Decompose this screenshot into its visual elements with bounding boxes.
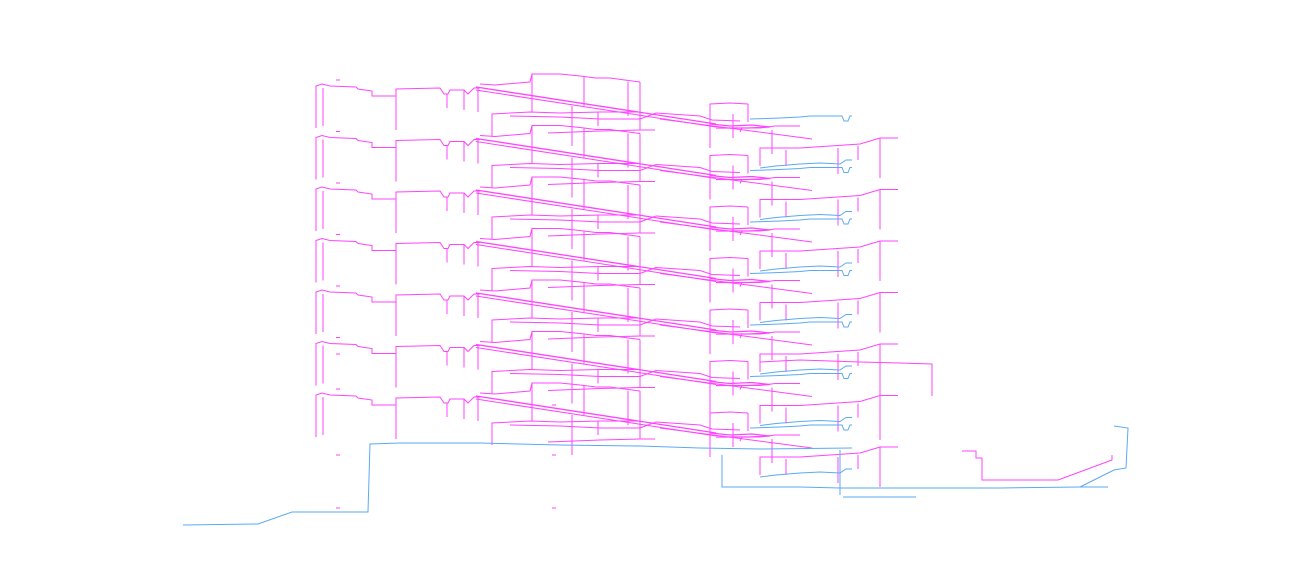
slab-line — [509, 421, 741, 431]
ramp-line — [475, 137, 717, 177]
overlay-line — [749, 270, 852, 276]
overlay-line — [749, 321, 852, 328]
slab-line — [315, 237, 480, 283]
overlay-line — [759, 314, 852, 323]
slab-line — [739, 125, 800, 133]
slab-line — [479, 125, 641, 138]
slab-line — [479, 228, 641, 241]
slab-line — [479, 382, 641, 395]
slab-line — [315, 186, 480, 231]
slab-line — [739, 228, 800, 236]
slab-line — [547, 387, 655, 391]
overlay-line — [759, 262, 852, 272]
floor-level — [315, 228, 898, 333]
ramp-line — [659, 118, 813, 140]
slab-line — [759, 395, 898, 424]
slab-line — [739, 177, 800, 184]
ramp-line — [475, 343, 717, 383]
slab-line — [739, 280, 800, 287]
ground-line — [182, 442, 853, 526]
overlay-line — [759, 159, 852, 169]
floor-level — [315, 331, 898, 436]
ramp-line — [475, 292, 717, 331]
slab-line — [759, 189, 898, 218]
slab-line — [709, 205, 749, 251]
slab-line — [759, 343, 898, 372]
ramp-line — [475, 395, 717, 434]
overlay-line — [749, 424, 852, 431]
floor-level — [315, 382, 898, 487]
floor-level — [315, 279, 898, 384]
floor-level — [315, 176, 898, 281]
overlay-line — [749, 167, 852, 173]
ramp-line — [659, 376, 813, 397]
structure-layer — [315, 73, 1113, 509]
slab-line — [739, 383, 800, 390]
slab-line — [739, 331, 800, 339]
overlay-line — [759, 468, 852, 478]
slab-line — [315, 340, 480, 386]
slab-line — [709, 102, 749, 148]
ramp-line — [475, 240, 717, 280]
ramp-line — [659, 221, 813, 243]
slab-line — [759, 137, 898, 166]
slab-line — [509, 318, 741, 328]
slab-line — [509, 163, 741, 173]
slab-line — [759, 292, 898, 321]
slab-line — [759, 359, 933, 396]
slab-line — [479, 176, 641, 189]
slab-line — [547, 181, 655, 185]
overlay-line — [749, 218, 852, 225]
ramp-line — [475, 189, 717, 228]
slab-line — [479, 279, 641, 292]
slab-line — [709, 359, 749, 406]
slab-line — [315, 83, 480, 128]
slab-line — [315, 392, 480, 437]
overlay-line — [759, 211, 852, 220]
terrain-layer — [182, 425, 1129, 526]
overlay-line — [749, 115, 852, 122]
ground-line — [721, 455, 1108, 489]
slab-line — [739, 434, 800, 442]
ramp-line — [659, 324, 813, 346]
slab-line — [479, 331, 641, 344]
ramp-line — [659, 273, 813, 294]
ramp-line — [475, 86, 717, 125]
slab-line — [547, 335, 655, 340]
ramp-line — [659, 427, 813, 449]
slab-line — [759, 240, 898, 269]
slab-line — [509, 369, 741, 379]
slab-line — [509, 215, 741, 225]
ramp-line — [659, 170, 813, 191]
ramp-line — [962, 450, 1113, 481]
slab-line — [315, 289, 480, 334]
slab-line — [709, 308, 749, 354]
overlay-line — [749, 373, 852, 379]
slab-line — [547, 284, 655, 288]
slab-line — [547, 129, 655, 134]
slab-line — [509, 266, 741, 276]
floor-level — [315, 125, 898, 230]
overlay-line — [759, 417, 852, 426]
slab-line — [759, 446, 898, 475]
overlay-line — [759, 365, 852, 375]
retaining-wall-line — [1079, 425, 1129, 488]
slab-line — [709, 256, 749, 303]
slab-line — [709, 153, 749, 200]
slab-line — [315, 134, 480, 180]
slab-line — [547, 438, 655, 443]
slab-line — [479, 73, 641, 86]
slab-line — [509, 112, 741, 122]
slab-line — [547, 232, 655, 237]
floor-level — [315, 73, 898, 178]
